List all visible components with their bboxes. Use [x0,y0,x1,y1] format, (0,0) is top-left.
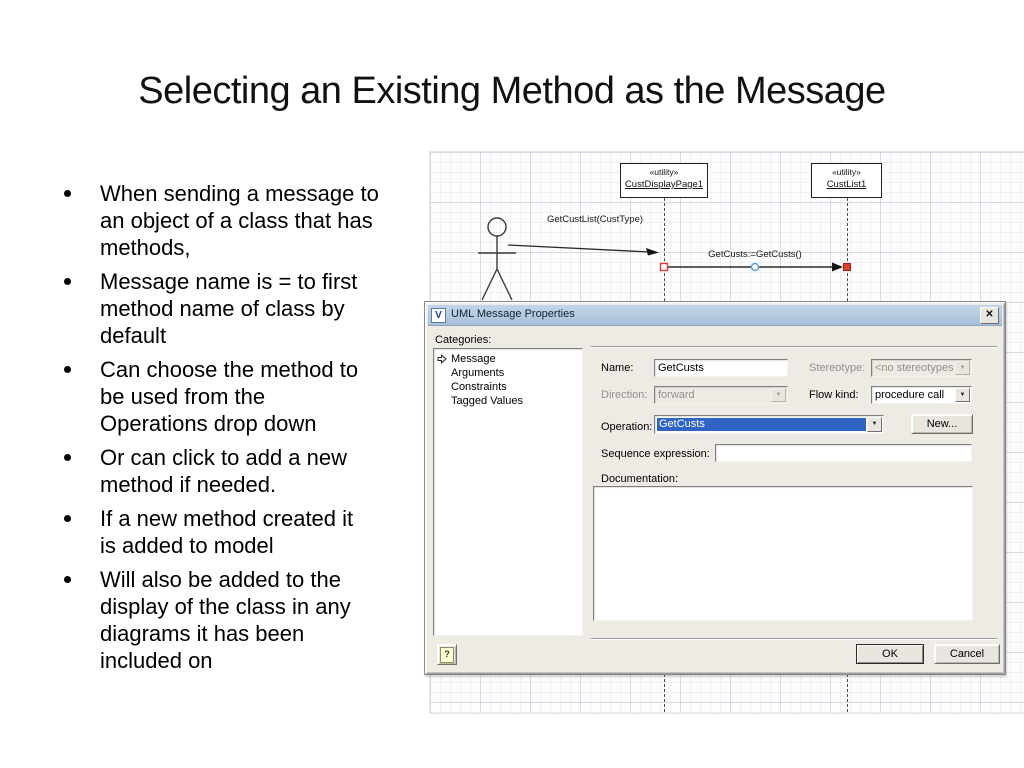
object-stereotype: «utility» [649,167,679,177]
uml-message-properties-dialog: V UML Message Properties ✕ Categories: M… [424,301,1006,675]
new-operation-button[interactable]: New... [911,414,973,434]
object-custdisplaypage1[interactable]: «utility» CustDisplayPage1 [620,163,708,198]
list-item: Or can click to add a new method if need… [58,444,428,498]
object-stereotype: «utility» [832,167,861,177]
flow-kind-value: procedure call [875,389,945,401]
category-item-constraints[interactable]: Constraints [434,380,582,394]
bullet-text: Can choose the method to be used from th… [100,357,359,436]
actor-leg [481,268,498,301]
stereotype-label: Stereotype: [809,362,866,374]
documentation-field[interactable] [593,486,973,621]
bullet-icon [64,576,71,583]
bullet-list: When sending a message to an object of a… [58,180,428,681]
category-item-arguments[interactable]: Arguments [434,366,582,380]
sequence-expression-field[interactable] [715,444,972,462]
operation-select[interactable]: GetCusts ▼ [654,415,884,434]
direction-select: forward ▼ [654,386,788,404]
arrowhead-icon [646,248,659,256]
list-item: Can choose the method to be used from th… [58,356,428,437]
bullet-text: Will also be added to the display of the… [100,567,351,673]
bullet-icon [64,454,71,461]
flow-kind-label: Flow kind: [809,389,859,401]
close-icon[interactable]: ✕ [980,307,999,324]
object-name: CustList1 [826,179,867,190]
chevron-down-icon: ▼ [955,388,970,402]
bullet-text: Message name is = to first method name o… [100,269,358,348]
category-label: Tagged Values [451,395,523,407]
documentation-label: Documentation: [601,473,679,485]
category-item-message[interactable]: Message [434,352,582,366]
chevron-down-icon: ▼ [867,417,882,432]
footer-divider [591,638,997,640]
name-field[interactable] [654,359,788,377]
dialog-title: UML Message Properties [451,308,575,320]
bullet-icon [64,515,71,522]
arrowhead-icon [832,262,843,272]
sequence-expression-label: Sequence expression: [601,448,710,460]
chevron-down-icon: ▼ [955,361,970,375]
selection-handle-right[interactable] [843,263,851,271]
category-item-tagged-values[interactable]: Tagged Values [434,394,582,408]
help-icon: ? [440,647,454,663]
category-label: Constraints [451,381,507,393]
message-label-getcustlist: GetCustList(CustType) [546,214,644,225]
object-name: CustDisplayPage1 [624,179,704,190]
selected-category-arrow-icon [437,354,447,368]
bullet-text: If a new method created it is added to m… [100,506,354,558]
bullet-text: Or can click to add a new method if need… [100,445,348,497]
section-divider [591,346,997,348]
midpoint-handle[interactable] [750,262,760,272]
categories-listbox: Message Arguments Constraints Tagged Val… [433,348,583,636]
cancel-button[interactable]: Cancel [934,644,1000,664]
chevron-down-icon: ▼ [771,388,786,402]
visio-app-icon: V [431,308,446,323]
actor-figure[interactable] [478,217,516,301]
list-item: Message name is = to first method name o… [58,268,428,349]
message-getcustlist-arrow[interactable] [507,244,659,256]
object-custlist1[interactable]: «utility» CustList1 [811,163,882,198]
bullet-text: When sending a message to an object of a… [100,181,379,260]
direction-value: forward [658,389,695,401]
category-label: Arguments [451,367,505,379]
dialog-titlebar[interactable]: V UML Message Properties ✕ [428,305,1002,326]
operation-value: GetCusts [657,418,866,431]
stereotype-select: <no stereotypes> ▼ [871,359,972,377]
flow-kind-select[interactable]: procedure call ▼ [871,386,972,404]
category-label: Message [451,353,496,365]
name-label: Name: [601,362,634,374]
bullet-icon [64,366,71,373]
list-item: When sending a message to an object of a… [58,180,428,261]
page-title: Selecting an Existing Method as the Mess… [138,70,886,112]
help-button[interactable]: ? [437,644,457,665]
operation-label: Operation: [601,421,653,433]
categories-label: Categories: [435,334,492,346]
list-item: Will also be added to the display of the… [58,566,428,674]
selection-handle-left[interactable] [659,262,669,272]
bullet-icon [64,278,71,285]
stereotype-value: <no stereotypes> [875,362,954,374]
diagram-shapes [478,217,851,301]
actor-leg [496,268,513,301]
actor-head [487,217,507,237]
list-item: If a new method created it is added to m… [58,505,428,559]
bullet-icon [64,190,71,197]
ok-button[interactable]: OK [856,644,924,664]
message-label-getcusts: GetCusts:=GetCusts() [708,249,802,260]
direction-label: Direction: [601,389,648,401]
